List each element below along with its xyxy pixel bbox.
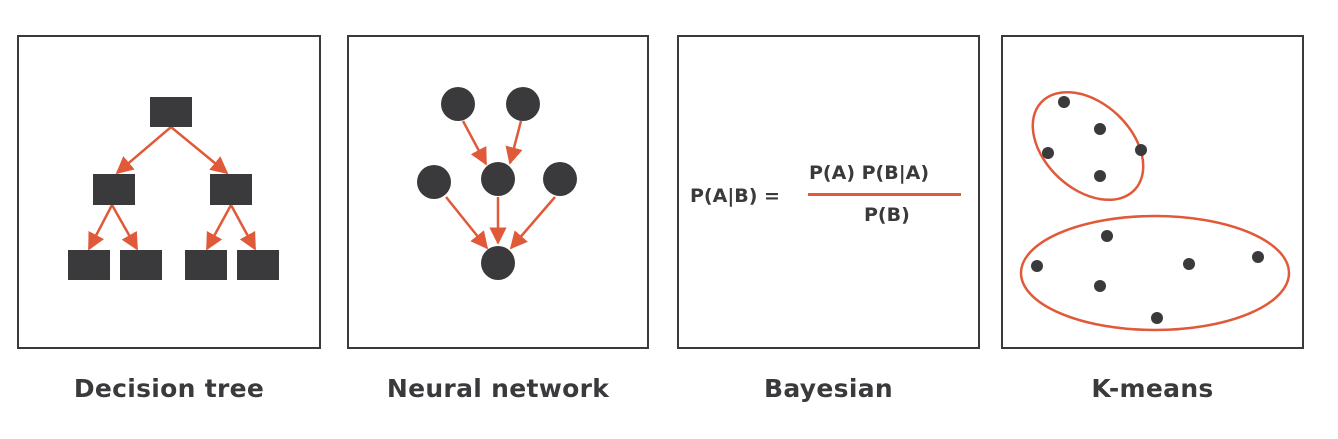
- k-means-caption: K-means: [1091, 374, 1214, 403]
- data-point: [1135, 144, 1147, 156]
- network-hidden-node: [481, 162, 515, 196]
- tree-leaf-node: [120, 250, 162, 280]
- network-output-node: [481, 246, 515, 280]
- bayes-lhs: P(A|B) =: [690, 185, 780, 207]
- neural-network-diagram: [417, 87, 577, 280]
- tree-nodes: [68, 97, 279, 280]
- bayesian-caption: Bayesian: [764, 374, 893, 403]
- tree-leaf-node: [237, 250, 279, 280]
- data-point: [1151, 312, 1163, 324]
- tree-root-node: [150, 97, 192, 127]
- k-means-panel: [1001, 35, 1304, 349]
- bayesian-panel: P(A|B) = P(A) P(B|A) P(B): [677, 35, 980, 349]
- data-point: [1183, 258, 1195, 270]
- data-point: [1101, 230, 1113, 242]
- data-point: [1094, 123, 1106, 135]
- tree-leaf-node: [185, 250, 227, 280]
- bayes-denominator: P(B): [864, 204, 910, 226]
- tree-node: [93, 174, 135, 205]
- k-means-diagram: [1019, 90, 1291, 332]
- cluster-points: [1031, 96, 1264, 324]
- network-hidden-node: [417, 165, 451, 199]
- data-point: [1094, 280, 1106, 292]
- network-hidden-node: [543, 162, 577, 196]
- network-input-node: [506, 87, 540, 121]
- data-point: [1058, 96, 1070, 108]
- network-edges: [445, 120, 556, 250]
- tree-node: [210, 174, 252, 205]
- tree-edges: [87, 126, 257, 251]
- cluster-boundaries: [1019, 90, 1291, 332]
- data-point: [1031, 260, 1043, 272]
- tree-leaf-node: [68, 250, 110, 280]
- network-nodes: [417, 87, 577, 280]
- data-point: [1094, 170, 1106, 182]
- bayes-fraction-bar: [808, 193, 961, 196]
- network-input-node: [441, 87, 475, 121]
- decision-tree-caption: Decision tree: [73, 374, 265, 403]
- neural-network-panel: [347, 35, 649, 349]
- cluster-ellipse: [1031, 90, 1145, 202]
- neural-network-caption: Neural network: [386, 374, 610, 403]
- decision-tree-panel: [17, 35, 321, 349]
- data-point: [1252, 251, 1264, 263]
- data-point: [1042, 147, 1054, 159]
- bayes-numerator: P(A) P(B|A): [809, 162, 930, 184]
- decision-tree-diagram: [68, 97, 279, 280]
- cluster-ellipse: [1019, 214, 1291, 332]
